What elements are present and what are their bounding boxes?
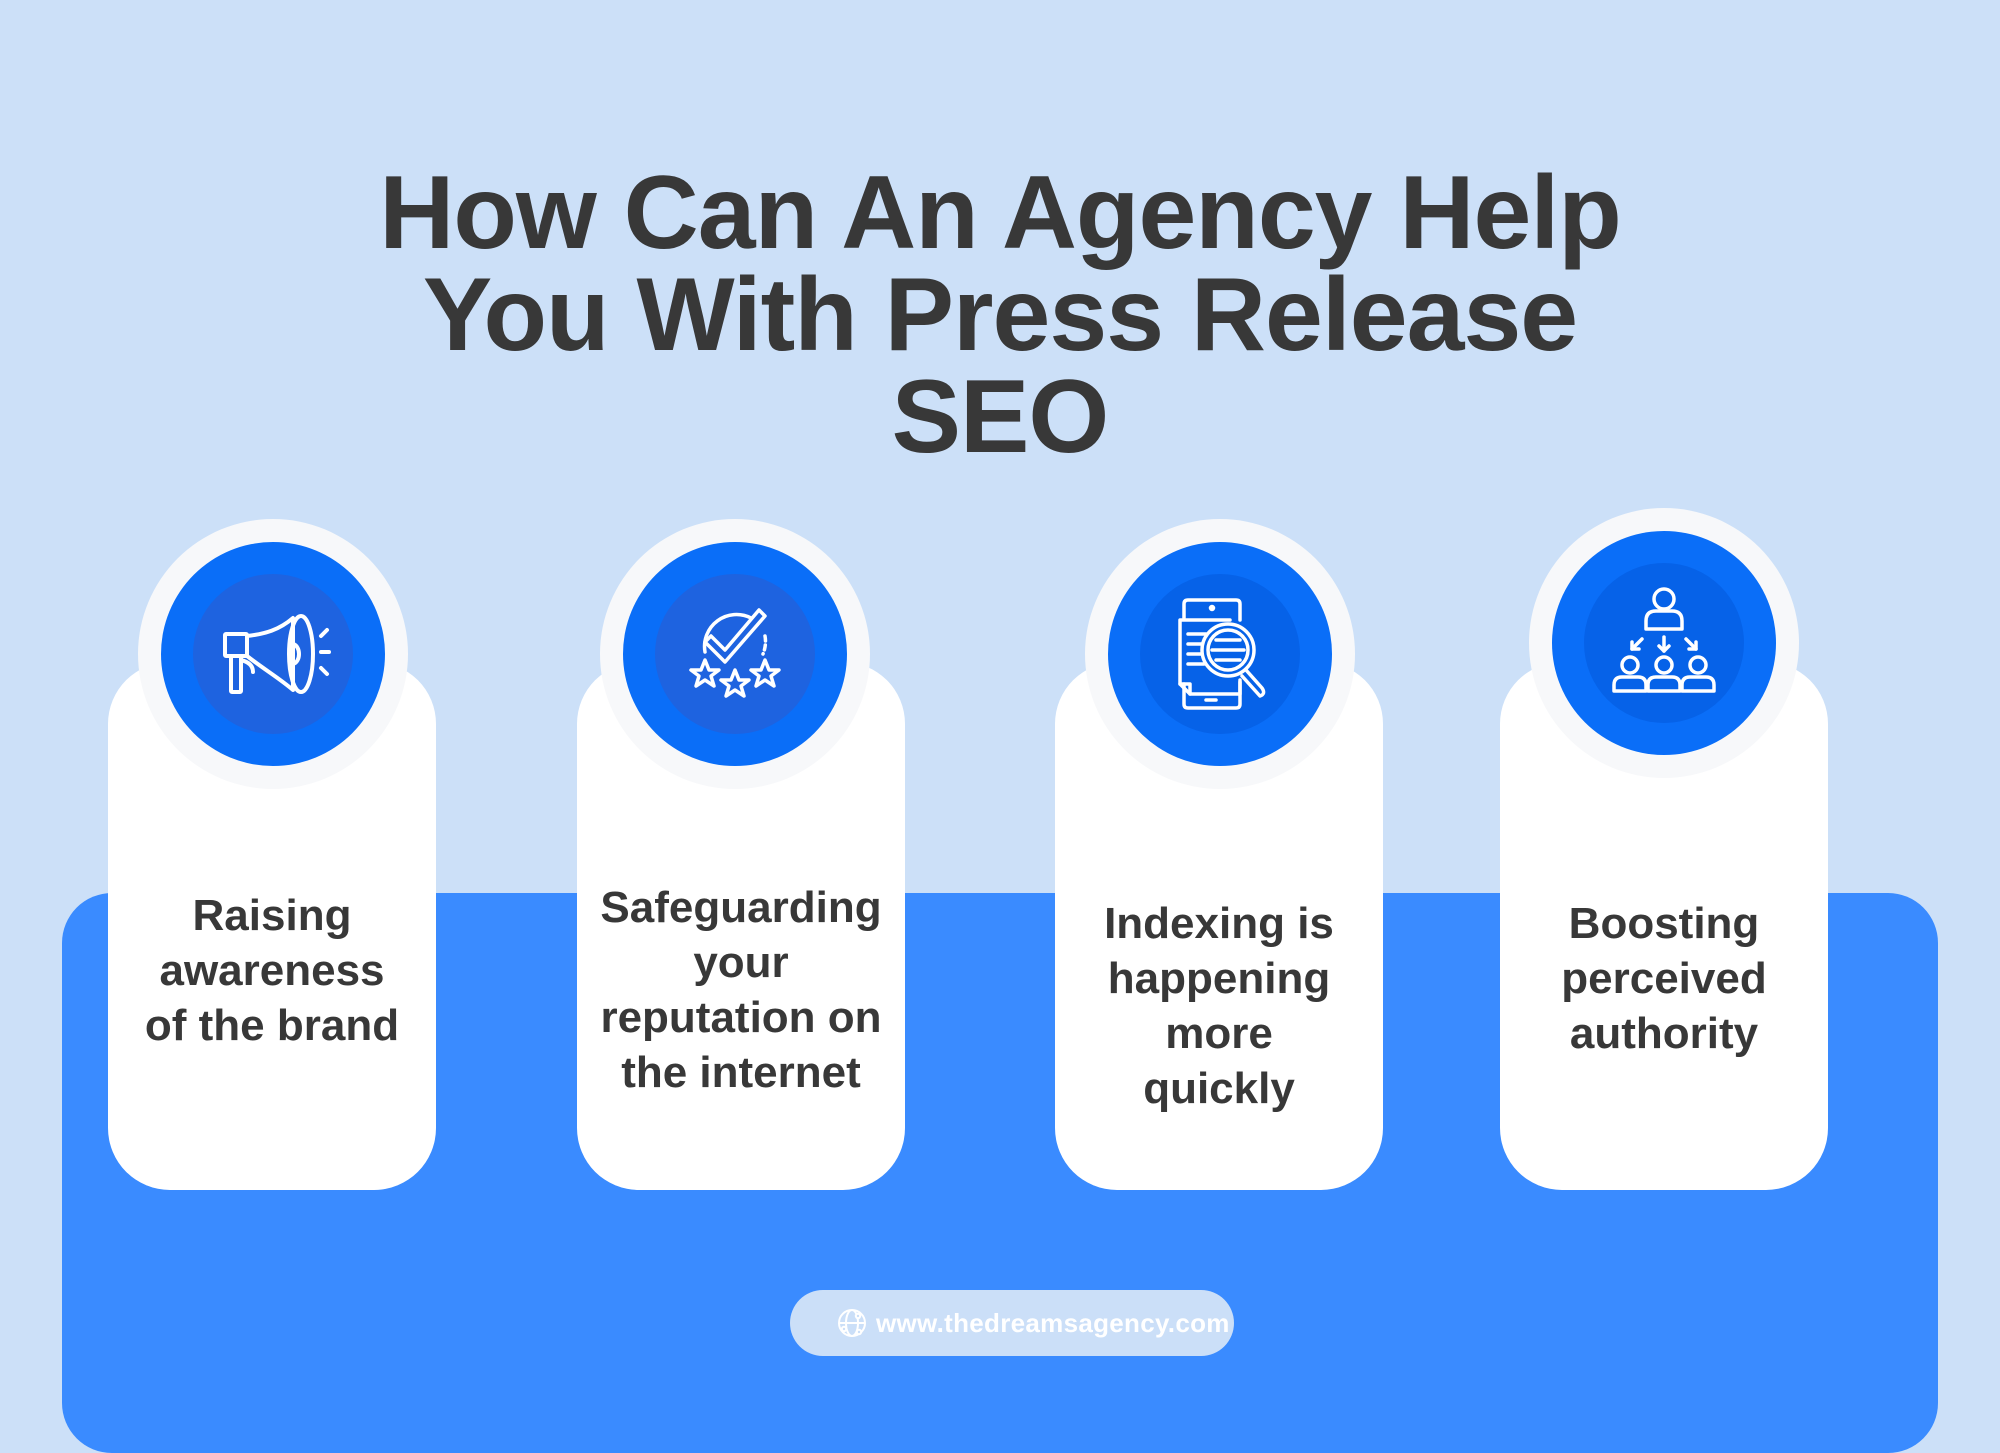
- icon-badge-1: [138, 519, 408, 789]
- phone-document-search-icon: [1178, 598, 1266, 710]
- page-title: How Can An Agency Help You With Press Re…: [300, 154, 1700, 475]
- title-line-2: You With Press Release: [422, 256, 1578, 373]
- megaphone-icon: [223, 614, 331, 694]
- card-text: Boosting perceived authority: [1561, 899, 1767, 1058]
- card-text: Safeguarding your reputation on the inte…: [600, 883, 882, 1097]
- card-text: Indexing is happening more quickly: [1104, 899, 1334, 1113]
- website-link[interactable]: www.thedreamsagency.com: [790, 1290, 1234, 1356]
- website-url[interactable]: www.thedreamsagency.com: [876, 1308, 1230, 1338]
- check-stars-rating-icon: [689, 608, 781, 698]
- card-text: Raising awareness of the brand: [144, 891, 400, 1050]
- icon-badge-4: [1529, 508, 1799, 778]
- title-line-3: SEO: [891, 358, 1110, 475]
- title-line-1: How Can An Agency Help: [379, 154, 1622, 271]
- icon-badge-2: [600, 519, 870, 789]
- leader-team-hierarchy-icon: [1612, 587, 1716, 693]
- icon-badge-3: [1085, 519, 1355, 789]
- globe-icon: [838, 1309, 866, 1337]
